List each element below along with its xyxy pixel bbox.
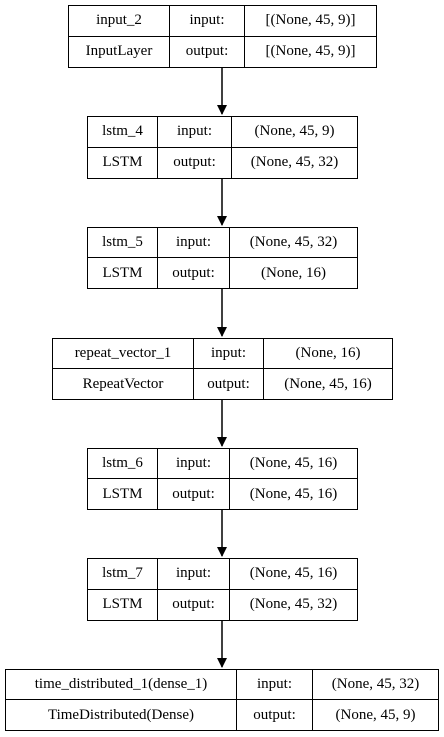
layer-type: LSTM	[88, 589, 158, 620]
output-label: output:	[158, 589, 230, 620]
output-label: output:	[158, 258, 230, 288]
output-label: output:	[237, 700, 313, 730]
layer-node-time_distributed_1: time_distributed_1(dense_1) input: (None…	[5, 669, 439, 731]
output-shape: (None, 45, 16)	[249, 485, 338, 502]
output-shape: (None, 45, 9)	[335, 706, 416, 723]
input-shape: (None, 16)	[264, 339, 392, 369]
layer-node-lstm_5: lstm_5 input: (None, 45, 32) LSTM output…	[87, 227, 358, 289]
input-shape: (None, 45, 32)	[313, 670, 438, 700]
input-label: input:	[194, 339, 264, 369]
input-label: input:	[158, 449, 230, 479]
layer-type: LSTM	[88, 258, 158, 288]
layer-type: InputLayer	[69, 36, 170, 67]
layer-name: time_distributed_1(dense_1)	[6, 670, 237, 700]
layer-name: lstm_6	[88, 449, 158, 479]
input-label: input:	[158, 228, 230, 258]
output-label: output:	[158, 479, 230, 509]
input-shape: (None, 45, 16)	[230, 449, 357, 479]
output-label: output:	[170, 36, 245, 67]
input-shape: [(None, 45, 9)]	[245, 6, 376, 37]
input-label: input:	[237, 670, 313, 700]
layer-type: LSTM	[88, 479, 158, 509]
layer-name: input_2	[69, 6, 170, 37]
input-label: input:	[158, 117, 232, 148]
layer-name: lstm_7	[88, 559, 158, 590]
layer-type: TimeDistributed(Dense)	[6, 700, 237, 730]
layer-name: lstm_5	[88, 228, 158, 258]
input-shape: (None, 45, 9)	[232, 117, 357, 148]
layer-node-repeat_vector_1: repeat_vector_1 input: (None, 16) Repeat…	[52, 338, 393, 400]
layer-node-input_2: input_2 input: [(None, 45, 9)] InputLaye…	[68, 5, 377, 68]
output-label: output:	[194, 369, 264, 399]
layer-type: RepeatVector	[53, 369, 194, 399]
output-shape: (None, 45, 32)	[250, 154, 339, 171]
layer-node-lstm_7: lstm_7 input: (None, 45, 16) LSTM output…	[87, 558, 358, 621]
input-label: input:	[158, 559, 230, 590]
output-label: output:	[158, 147, 232, 178]
layer-type: LSTM	[88, 147, 158, 178]
layer-node-lstm_6: lstm_6 input: (None, 45, 16) LSTM output…	[87, 448, 358, 510]
input-shape: (None, 45, 32)	[230, 228, 357, 258]
input-label: input:	[170, 6, 245, 37]
layer-name: lstm_4	[88, 117, 158, 148]
output-shape: (None, 45, 32)	[249, 596, 338, 613]
layer-node-lstm_4: lstm_4 input: (None, 45, 9) LSTM output:…	[87, 116, 358, 179]
layer-name: repeat_vector_1	[53, 339, 194, 369]
output-shape: [(None, 45, 9)]	[265, 43, 356, 60]
output-shape: (None, 16)	[261, 264, 326, 281]
output-shape: (None, 45, 16)	[284, 375, 372, 392]
input-shape: (None, 45, 16)	[230, 559, 357, 590]
